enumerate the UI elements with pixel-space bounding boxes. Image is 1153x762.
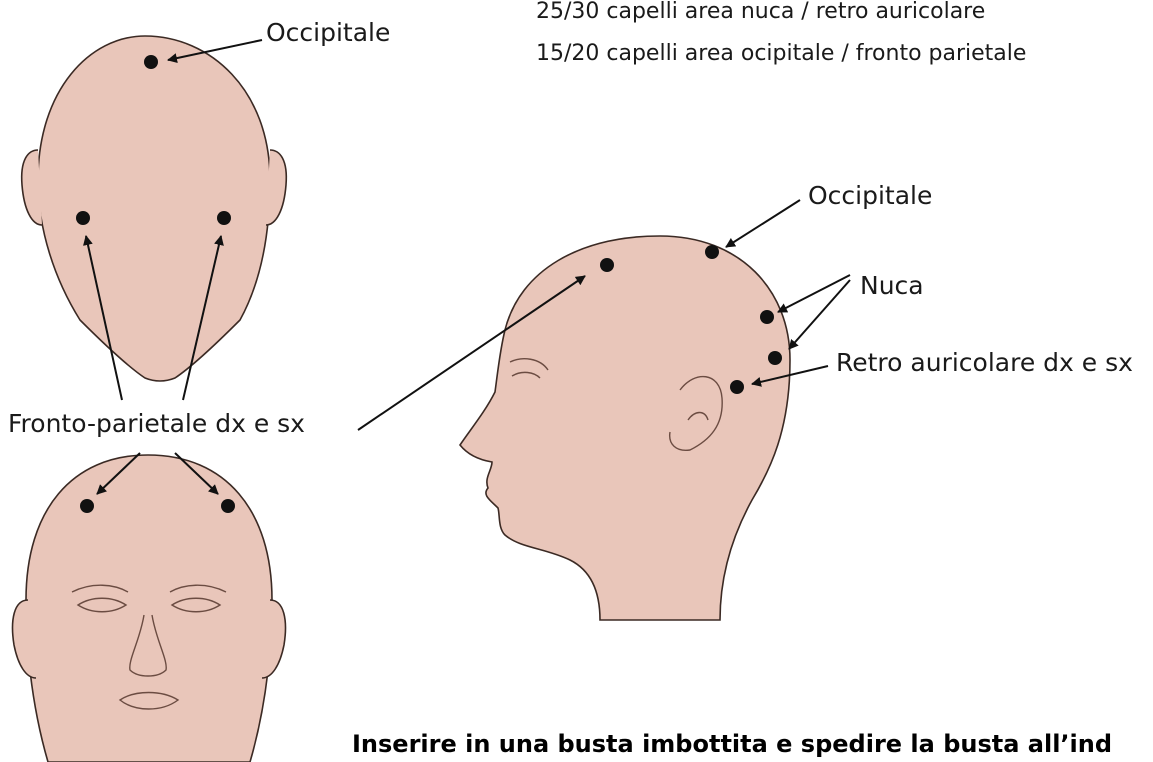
nuca-dot-lower xyxy=(768,351,782,365)
fronto-parietale-right-dot-front xyxy=(221,499,235,513)
nuca-dot-upper xyxy=(760,310,774,324)
fronto-parietale-left-dot-front xyxy=(80,499,94,513)
fronto-parietale-right-dot-top xyxy=(217,211,231,225)
fronto-parietale-dot-side xyxy=(600,258,614,272)
label-nuca: Nuca xyxy=(860,271,924,300)
label-occipitale-top: Occipitale xyxy=(266,18,390,47)
label-retro-auricolare: Retro auricolare dx e sx xyxy=(836,348,1133,377)
arrows xyxy=(83,39,851,495)
occipitale-dot-top xyxy=(144,55,158,69)
occipitale-dot-side xyxy=(705,245,719,259)
footer-instruction: Inserire in una busta imbottita e spedir… xyxy=(352,730,1112,758)
head-side-view xyxy=(459,235,791,621)
label-fronto-parietale: Fronto-parietale dx e sx xyxy=(8,409,305,438)
note-line-2: 15/20 capelli area ocipitale / fronto pa… xyxy=(536,41,1026,66)
retro-auricolare-dot xyxy=(730,380,744,394)
fronto-parietale-left-dot-top xyxy=(76,211,90,225)
head-front-view xyxy=(11,454,287,762)
note-line-1: 25/30 capelli area nuca / retro auricola… xyxy=(536,0,985,24)
label-occipitale-side: Occipitale xyxy=(808,181,932,210)
head-top-view xyxy=(20,35,288,382)
